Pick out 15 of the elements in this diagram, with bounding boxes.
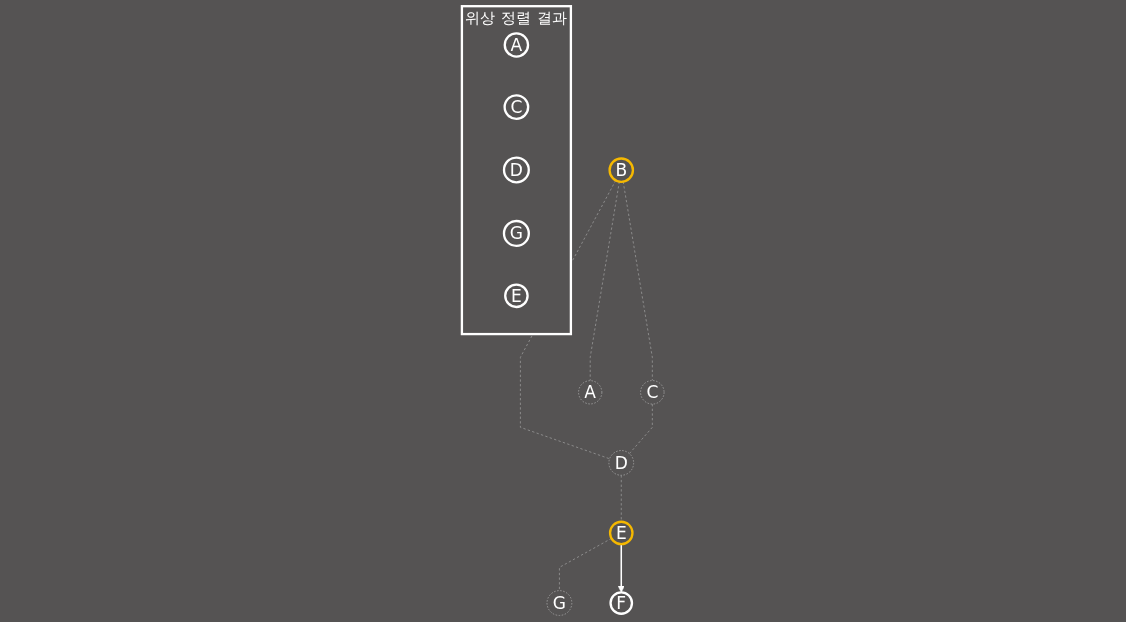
node-circle: F <box>609 591 634 615</box>
node-circle: C <box>640 380 665 405</box>
node-circle: E <box>608 520 634 546</box>
node-circle: D <box>502 156 530 184</box>
node-circle: G <box>502 219 530 247</box>
node-circle: A <box>503 32 530 58</box>
node-circle: G <box>546 590 573 616</box>
connector <box>620 474 622 523</box>
arrow <box>617 543 625 593</box>
node-circle: D <box>608 450 635 476</box>
node-circle: C <box>503 94 530 120</box>
connector <box>629 403 653 454</box>
node-circle: B <box>608 157 635 183</box>
node-circle: E <box>504 283 529 309</box>
node-circle: A <box>578 380 603 405</box>
